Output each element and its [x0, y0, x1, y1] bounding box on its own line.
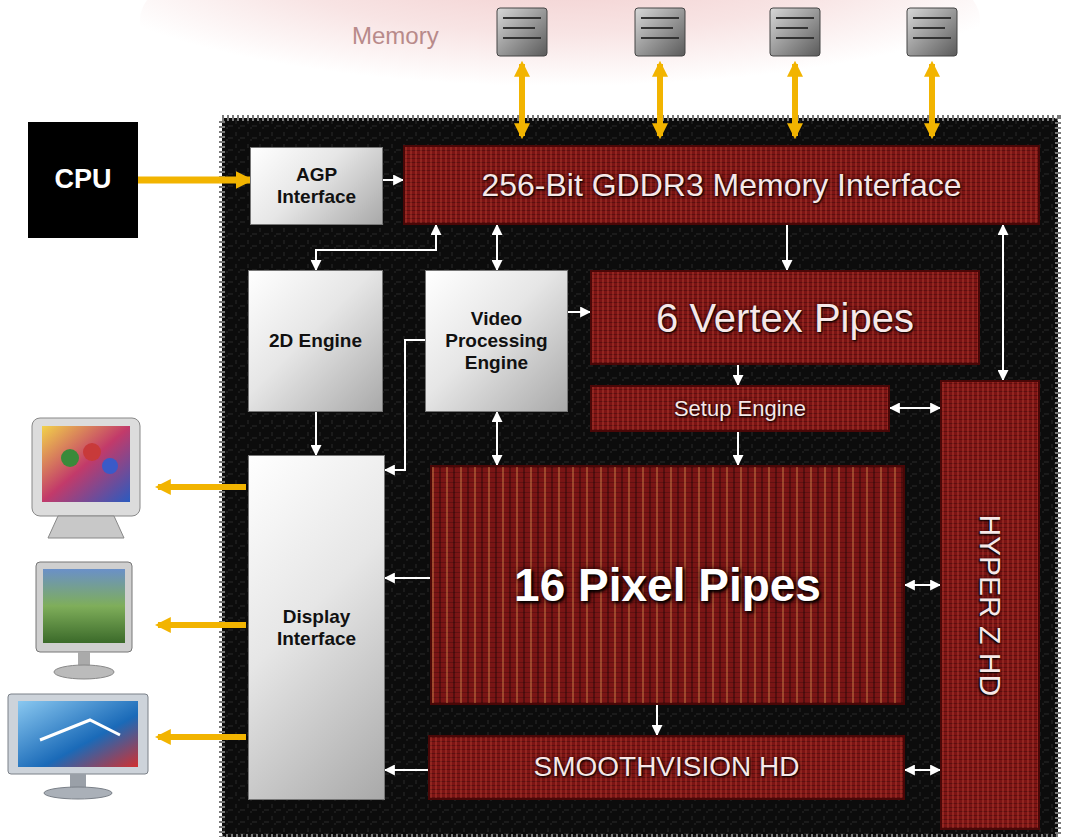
data-path-arrow	[385, 577, 430, 579]
memory-interface-block: 256-Bit GDDR3 Memory Interface	[403, 145, 1040, 225]
display-output-arrows	[158, 487, 246, 737]
node-text: SMOOTHVISION HD	[533, 751, 799, 783]
faint-label: Memory	[352, 22, 439, 50]
data-path-arrow	[656, 705, 658, 735]
data-path-arrow	[383, 179, 403, 181]
setup-engine-block: Setup Engine	[590, 385, 890, 432]
data-path-arrow	[737, 365, 739, 385]
node-text: AGP Interface	[257, 164, 376, 208]
node-text: HYPER Z HD	[973, 514, 1008, 696]
bus-arrow	[138, 177, 250, 184]
smoothvision-block: SMOOTHVISION HD	[428, 735, 905, 800]
data-path-arrow	[786, 225, 788, 270]
node-text: 2D Engine	[269, 330, 362, 352]
background-swirl	[140, 0, 980, 130]
node-text: CPU	[54, 164, 111, 195]
node-text: 6 Vertex Pipes	[656, 295, 914, 341]
data-path-arrow	[568, 311, 590, 313]
data-path-arrow	[905, 584, 940, 586]
data-path-arrow	[315, 412, 317, 455]
data-path-arrow	[905, 769, 940, 771]
interface-box: AGP Interface	[250, 147, 383, 225]
memory-bus-arrows	[522, 64, 932, 136]
node-text: Display Interface	[255, 606, 378, 650]
node-text: Video Processing Engine	[432, 308, 561, 374]
data-path-arrow	[1002, 225, 1004, 380]
data-path-arrow	[737, 432, 739, 465]
engine-box: 2D Engine	[248, 270, 383, 412]
pixel-pipes-block: 16 Pixel Pipes	[430, 465, 905, 705]
crt-monitor	[32, 418, 140, 538]
data-path-arrow	[385, 340, 425, 470]
data-path-arrow	[385, 769, 428, 771]
engine-box: Video Processing Engine	[425, 270, 568, 412]
lcd-monitor	[36, 562, 132, 679]
memory-chips	[497, 8, 957, 56]
node-text: 16 Pixel Pipes	[514, 559, 821, 612]
data-path-arrow	[496, 225, 498, 270]
data-path-arrow	[496, 412, 498, 465]
hyper-z-block: HYPER Z HD	[940, 380, 1040, 830]
chip-die	[222, 118, 1058, 837]
flat-panel-monitor	[8, 694, 148, 799]
node-text: Setup Engine	[674, 396, 806, 421]
data-path-arrow	[890, 407, 940, 409]
data-path-arrow	[316, 225, 436, 270]
display-interface-box: Display Interface	[248, 455, 385, 800]
node-text: 256-Bit GDDR3 Memory Interface	[481, 167, 961, 204]
vertex-pipes-block: 6 Vertex Pipes	[590, 270, 980, 365]
cpu-box: CPU	[28, 122, 138, 238]
